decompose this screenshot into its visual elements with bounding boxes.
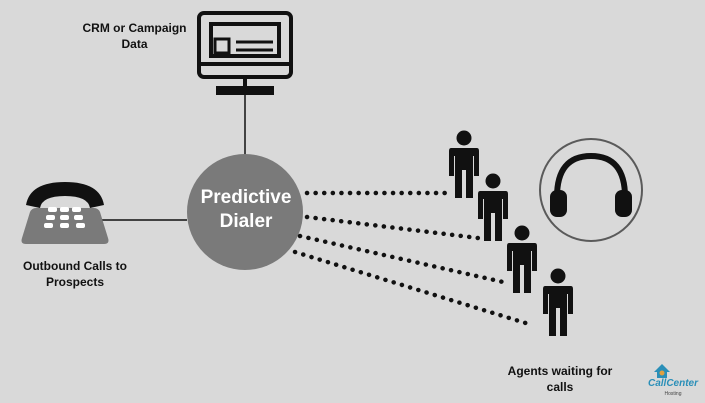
- predictive-dialer-node: [187, 154, 303, 270]
- headset-icon: [539, 138, 643, 242]
- agent-icon: [478, 173, 508, 241]
- logo-subtext: Hosting: [664, 391, 682, 397]
- agent-icon: [507, 225, 537, 293]
- crm-data-label: CRM or Campaign Data: [82, 21, 187, 51]
- outbound-calls-label: Outbound Calls to Prospects: [23, 259, 127, 289]
- dotted-call-lines: [292, 190, 535, 328]
- logo-icon: [654, 364, 670, 378]
- callcenter-logo: CallCenter Hosting: [643, 368, 703, 400]
- agent-icon: [449, 130, 479, 198]
- telephone-icon: [21, 182, 109, 244]
- logo-text: CallCenter: [647, 378, 698, 389]
- agent-icon: [543, 268, 573, 336]
- predictive-dialer-label: Predictive Dialer: [200, 187, 292, 232]
- monitor-icon: [197, 11, 293, 95]
- agents-waiting-label: Agents waiting for calls: [507, 364, 613, 394]
